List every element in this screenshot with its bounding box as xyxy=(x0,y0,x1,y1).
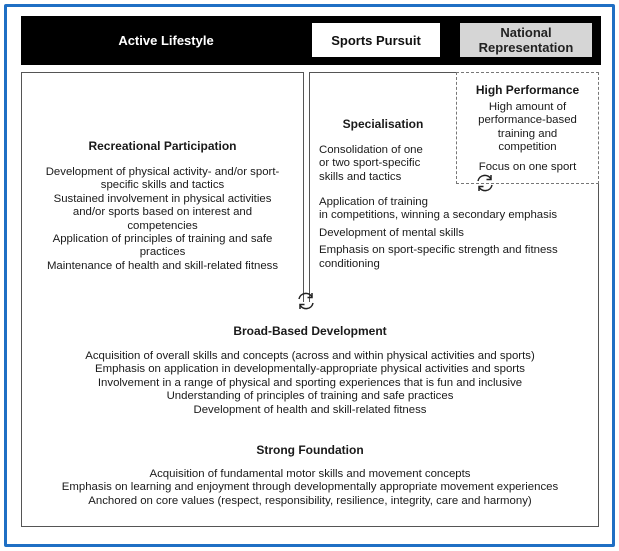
specialisation-line: in competitions, winning a secondary emp… xyxy=(319,209,558,222)
strong-foundation-title: Strong Foundation xyxy=(256,443,364,457)
high-performance-title: High Performance xyxy=(475,83,580,97)
specialisation-line: skills and tactics xyxy=(319,170,402,183)
specialisation-title: Specialisation xyxy=(342,117,424,131)
broad-based-development-title: Broad-Based Development xyxy=(233,324,387,338)
national-representation-line2: Representation xyxy=(478,40,574,55)
recreational-line: Maintenance of health and skill-related … xyxy=(46,259,279,272)
high-performance-line: competition xyxy=(498,141,557,154)
national-representation-line1: National xyxy=(500,25,552,40)
header-bar: Active Lifestyle Sports Pursuit National… xyxy=(21,16,601,65)
high-performance-line: training and xyxy=(497,127,558,140)
cycle-arrows-icon xyxy=(298,292,314,310)
broad-based-development-text: Acquisition of overall skills and concep… xyxy=(22,350,598,417)
high-performance-line: Focus on one sport xyxy=(478,160,577,173)
strong-foundation-line: Anchored on core values (respect, respon… xyxy=(88,494,532,507)
recreational-line: competencies xyxy=(127,219,198,232)
recreational-line: practices xyxy=(139,246,186,259)
strong-foundation-line: Emphasis on learning and enjoyment throu… xyxy=(61,481,559,494)
recreational-participation-title: Recreational Participation xyxy=(88,139,237,153)
specialisation-line: or two sport-specific xyxy=(319,157,421,170)
recreational-line: Development of physical activity- and/or… xyxy=(45,166,280,178)
high-performance-text: High amount of performance-based trainin… xyxy=(457,101,598,174)
recreational-line: Application of principles of training an… xyxy=(52,233,273,246)
recreational-participation-text: Development of physical activity- and/or… xyxy=(22,166,303,273)
strong-foundation-line: Acquisition of fundamental motor skills … xyxy=(149,468,471,480)
high-performance-line: performance-based xyxy=(478,114,577,127)
recreational-line: Sustained involvement in physical activi… xyxy=(53,192,272,205)
specialisation-line: Application of training xyxy=(319,196,428,208)
broad-based-line: Emphasis on application in developmental… xyxy=(95,363,525,376)
recreational-participation-box: Recreational Participation Development o… xyxy=(21,72,304,304)
active-lifestyle-label: Active Lifestyle xyxy=(118,33,214,48)
broad-based-line: Development of health and skill-related … xyxy=(193,403,427,416)
broad-based-development-box: Broad-Based Development Acquisition of o… xyxy=(21,302,599,527)
strong-foundation-text: Acquisition of fundamental motor skills … xyxy=(22,468,598,508)
national-representation-label: National Representation xyxy=(460,23,592,57)
recreational-line: and/or sports based on interest and xyxy=(72,206,253,219)
specialisation-text-bottom: Application of training in competitions,… xyxy=(319,196,595,271)
specialisation-text-top: Consolidation of one or two sport-specif… xyxy=(319,144,459,184)
broad-based-line: Involvement in a range of physical and s… xyxy=(97,376,523,389)
recreational-line: specific skills and tactics xyxy=(100,179,225,192)
high-performance-box: High Performance High amount of performa… xyxy=(456,72,599,184)
broad-based-line: Understanding of principles of training … xyxy=(166,390,454,403)
cycle-arrows-icon xyxy=(477,174,493,192)
specialisation-line: Development of mental skills xyxy=(319,226,464,239)
specialisation-line: conditioning xyxy=(319,257,380,270)
sports-pursuit-label: Sports Pursuit xyxy=(312,23,440,57)
specialisation-line: Consolidation of one xyxy=(319,144,423,156)
specialisation-line: Emphasis on sport-specific strength and … xyxy=(319,244,558,257)
high-performance-line: High amount of xyxy=(488,101,567,113)
broad-based-line: Acquisition of overall skills and concep… xyxy=(85,350,535,362)
